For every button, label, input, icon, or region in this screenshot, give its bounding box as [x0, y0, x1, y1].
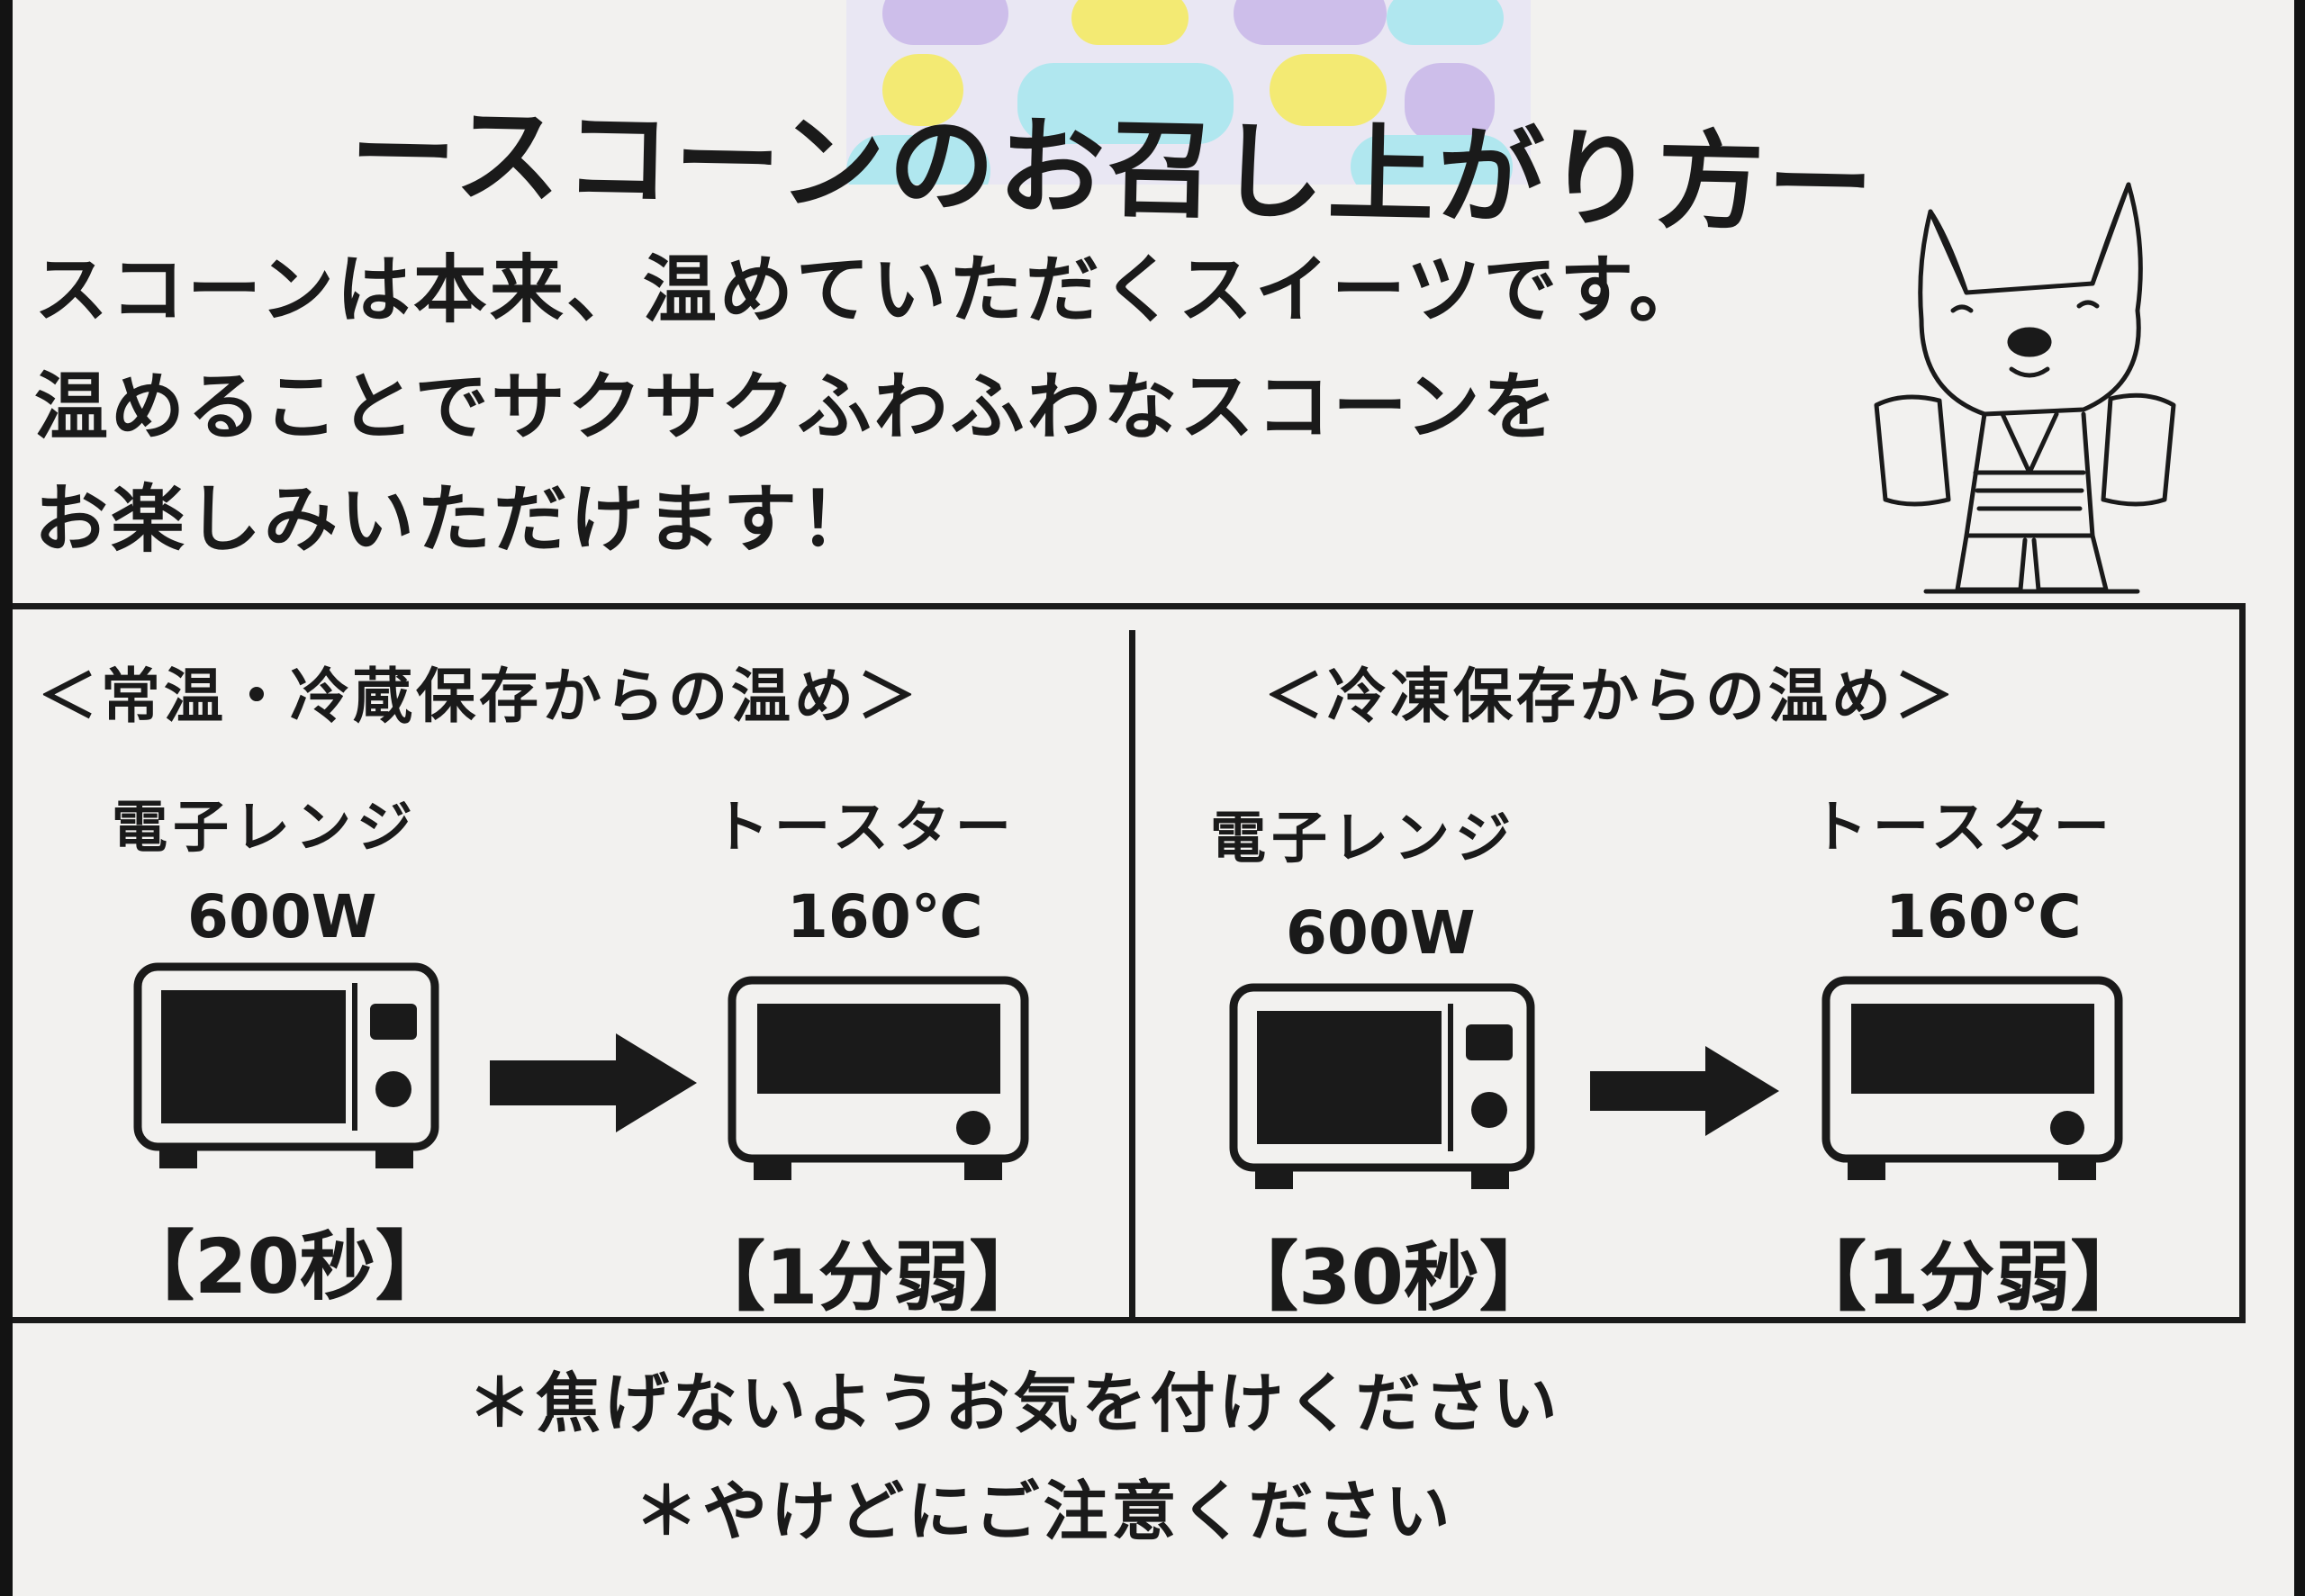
microwave-icon — [133, 962, 439, 1168]
microwave-label: 電子レンジ — [112, 794, 419, 860]
microwave-time: 【20秒】 — [119, 1222, 451, 1311]
intro-line-2: 温めることでサクサクふわふわなスコーンを — [34, 365, 1559, 450]
washi-tape — [846, 0, 1531, 185]
page-title: ースコーンのお召し上がり方ー — [348, 91, 1879, 248]
caution-note-burn: ＊焦げないようお気を付けください — [467, 1366, 1561, 1441]
intro-line-1: スコーンは本来、温めていただくスイーツです。 — [34, 248, 1706, 333]
microwave-time-frozen: 【30秒】 — [1223, 1233, 1555, 1321]
toaster-temperature: 160℃ — [787, 882, 983, 951]
toaster-label-frozen: トースター — [1812, 794, 2115, 860]
microwave-icon-frozen — [1229, 983, 1535, 1189]
toaster-icon-frozen — [1821, 976, 2123, 1180]
microwave-label-frozen: 電子レンジ — [1210, 805, 1517, 870]
section-heading-room-temp: ＜常温・冷蔵保存からの温め＞ — [38, 662, 920, 731]
toaster-time-frozen: 【1分弱】 — [1791, 1233, 2147, 1321]
toaster-time: 【1分弱】 — [690, 1233, 1045, 1321]
toaster-icon — [728, 976, 1029, 1180]
arrow-right-icon — [490, 1033, 697, 1132]
dog-illustration-icon — [1874, 182, 2176, 594]
section-heading-frozen: ＜冷凍保存からの温め＞ — [1264, 662, 1957, 731]
instruction-card: ースコーンのお召し上がり方ー スコーンは本来、温めていただくスイーツです。 温め… — [13, 0, 2294, 1596]
microwave-power-frozen: 600W — [1286, 898, 1476, 968]
toaster-label: トースター — [713, 794, 1017, 860]
toaster-temperature-frozen: 160℃ — [1885, 882, 2082, 951]
arrow-right-icon-frozen — [1590, 1046, 1779, 1136]
caution-note-scald: ＊やけどにご注意ください — [634, 1474, 1454, 1549]
intro-line-3: お楽しみいただけます！ — [34, 477, 877, 563]
microwave-power: 600W — [187, 882, 377, 951]
section-divider — [1129, 630, 1135, 1323]
